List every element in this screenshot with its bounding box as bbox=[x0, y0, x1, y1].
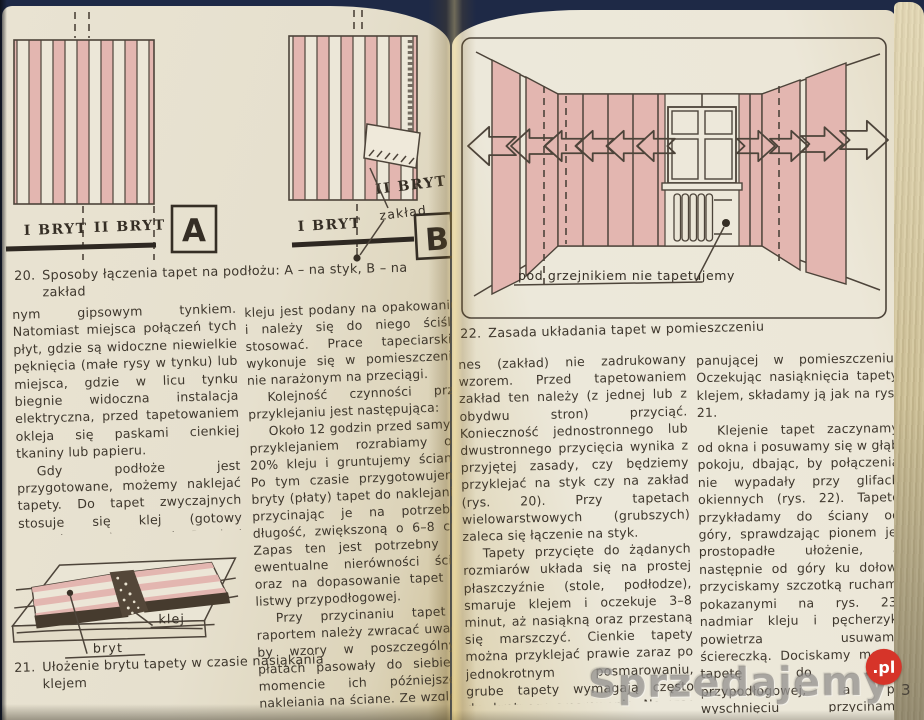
label-bryt: bryt bbox=[93, 640, 123, 656]
window bbox=[661, 106, 743, 191]
caption-20-number: 20. bbox=[14, 268, 36, 284]
label-klej: klej bbox=[158, 611, 185, 626]
diagram-b-overlap-joint: I BRYT II BRYT zakład B bbox=[288, 10, 455, 262]
label-no-wallpaper-under-radiator: pod grzejnikiem nie tapetujemy bbox=[518, 268, 735, 283]
left-book-page: I BRYT II BRYT A I BRYT II BRYT zakład B bbox=[2, 6, 473, 720]
label-bryt1-b: I BRYT bbox=[297, 216, 362, 235]
label-bryt1-a: I BRYT bbox=[24, 221, 88, 239]
arrow-right-icon bbox=[737, 131, 775, 161]
figure-20-joining-methods: I BRYT II BRYT A I BRYT II BRYT zakład B bbox=[5, 10, 455, 262]
arrow-right-icon bbox=[801, 127, 843, 161]
figure-22-room-layout: pod grzejnikiem nie tapetujemy bbox=[456, 37, 894, 319]
book-fore-edge bbox=[894, 2, 924, 720]
right-page-column-1: nes (zakład) nie zadrukowany wzorem. Prz… bbox=[458, 350, 694, 705]
left-page-column-2: kleju jest podany na opakowaniu i należy… bbox=[244, 296, 473, 708]
radiator bbox=[673, 193, 732, 242]
paragraph: panującej w pomieszczeniu. Oczekując nas… bbox=[696, 350, 899, 421]
pl-badge-icon: .pl bbox=[865, 648, 902, 686]
paragraph: Około 12 godzin przed samym przyklejanie… bbox=[249, 415, 469, 609]
label-a: A bbox=[182, 213, 206, 249]
arrow-right-icon bbox=[840, 121, 888, 159]
arrow-left-icon bbox=[637, 131, 675, 161]
caption-21-number: 21. bbox=[14, 660, 36, 676]
socket-dot bbox=[722, 219, 730, 227]
paragraph: nym gipsowym tynkiem. Natomiast miejsca … bbox=[12, 300, 240, 462]
label-zaklad: zakład bbox=[379, 202, 428, 223]
figure-21-soaking-strip: klej bryt bbox=[10, 557, 239, 659]
caption-20-text: Sposoby łączenia tapet na podłożu: A – n… bbox=[42, 260, 408, 301]
label-bryt2-a: II BRYT bbox=[94, 217, 166, 236]
paragraph: kleju jest podany na opakowaniu i należy… bbox=[244, 296, 461, 388]
page-number: 3 bbox=[901, 681, 911, 699]
caption-22-number: 22. bbox=[460, 326, 482, 342]
arrow-left-icon bbox=[468, 127, 516, 165]
watermark: Sprzedajemy .pl bbox=[587, 648, 918, 718]
arrow-right-icon bbox=[770, 131, 808, 161]
left-page-column-1: nym gipsowym tynkiem. Natomiast miejsca … bbox=[12, 300, 242, 536]
paragraph: nes (zakład) nie zadrukowany wzorem. Prz… bbox=[458, 351, 691, 544]
label-b: B bbox=[424, 221, 450, 259]
direction-arrows bbox=[468, 121, 888, 165]
right-book-page: pod grzejnikiem nie tapetujemy 22. Zasad… bbox=[452, 10, 903, 720]
watermark-text: Sprzedajemy bbox=[587, 658, 891, 708]
left-edge-shadow bbox=[0, 0, 7, 720]
diagram-a-butt-joint: I BRYT II BRYT A bbox=[5, 12, 218, 260]
